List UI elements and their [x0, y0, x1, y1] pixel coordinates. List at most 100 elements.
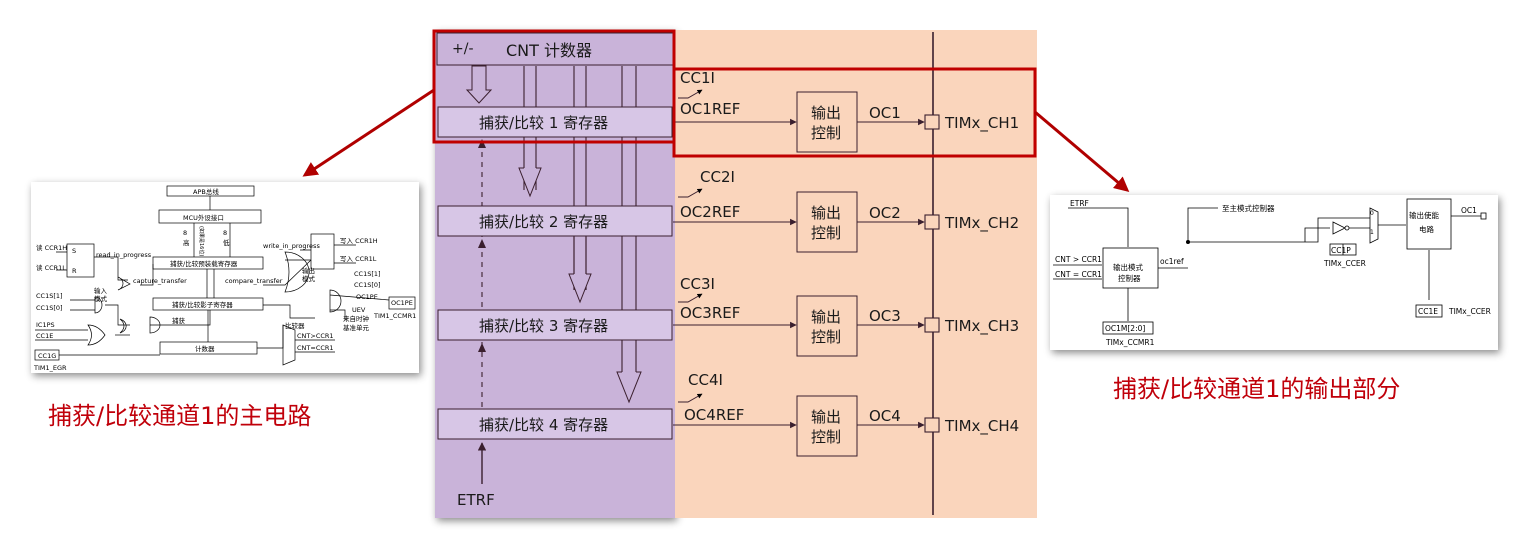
oc1-inset-label: OC1 — [1461, 206, 1477, 215]
oc4-label: OC4 — [869, 407, 901, 425]
oc2ref-label: OC2REF — [680, 203, 740, 221]
oc1m-label: OC1M[2:0] — [1105, 324, 1145, 333]
tim1-egr-label: TIM1_EGR — [33, 364, 67, 372]
register-3 — [437, 309, 673, 341]
cc1e-inset-label: CC1E — [1418, 307, 1438, 316]
tim-ccer-a-label: TIMx_CCER — [1323, 259, 1366, 268]
output-mode-2-label: 模式 — [302, 274, 316, 283]
dashed-arrow-2 — [478, 239, 486, 248]
cnt-label: CNT 计数器 — [506, 41, 592, 60]
cc3i-label: CC3I — [680, 275, 715, 293]
dashed-arrow-3 — [478, 343, 486, 352]
mcu-interface-label: MCU外设接口 — [183, 213, 224, 222]
oe-2-label: 电路 — [1419, 224, 1435, 234]
register-2 — [437, 205, 673, 237]
pin-ch3-label: TIMx_CH3 — [944, 317, 1019, 336]
channel-2: CC2I OC2REF 输出 控制 OC2 TIMx_CH2 — [673, 168, 1019, 253]
oc3ref-label: OC3REF — [680, 304, 740, 322]
write-ccr1h-label: 写入 CCR1H — [340, 237, 378, 245]
oc4ref-label: OC4REF — [684, 406, 744, 424]
register-blocks: 捕获/比较 1 寄存器 捕获/比较 2 寄存器 捕获/比较 3 寄存器 捕获/比… — [437, 106, 673, 440]
output-control-2-line1: 输出 — [811, 204, 841, 222]
right-inset: ETRF 至主模式控制器 CNT > CCR1 CNT = CCR1 输出模式 … — [1050, 195, 1498, 350]
cc2i-label: CC2I — [700, 168, 735, 186]
oc1ref-label: OC1REF — [680, 100, 740, 118]
preload-register-label: 捕获/比较预装载寄存器 — [170, 259, 238, 268]
input-mode-2-label: 模式 — [94, 294, 108, 303]
right-oc1-pin — [1480, 212, 1487, 220]
bus-arrow-reg4 — [616, 371, 642, 404]
cc1e-label: CC1E — [36, 332, 53, 340]
left-purple-region — [435, 30, 675, 518]
output-control-1-line2: 控制 — [811, 124, 841, 142]
channel-1: CC1I OC1REF 输出 控制 OC1 TIMx_CH1 — [673, 69, 1019, 153]
cc1p-label: CC1P — [1331, 246, 1351, 255]
pin-ch2-label: TIMx_CH2 — [944, 214, 1019, 233]
register-4-label: 捕获/比较 4 寄存器 — [479, 416, 608, 434]
output-control-2 — [796, 191, 858, 253]
register-1 — [437, 106, 673, 138]
cc1i-arrow — [678, 89, 703, 99]
read-ccr1h-label: 读 CCR1H — [36, 243, 67, 252]
channel-4: CC4I OC4REF 输出 控制 OC4 TIMx_CH4 — [673, 371, 1019, 457]
oc1pe-a-label: OC1PE — [356, 293, 378, 301]
cnt-eq-ccr1-label: CNT=CCR1 — [297, 344, 334, 352]
right-junction-dot — [1186, 240, 1190, 244]
etrf-label: ETRF — [457, 491, 495, 509]
cnt-to-reg1-arrow — [465, 65, 493, 104]
output-control-4-line2: 控制 — [811, 428, 841, 446]
right-inverter-bubble — [1344, 225, 1350, 231]
cc3i-arrow — [678, 293, 703, 303]
cc1s0-label: CC1S[0] — [36, 304, 63, 312]
output-control-4-line1: 输出 — [811, 408, 841, 426]
from-clock-1-label: 来自时钟 — [343, 314, 370, 323]
cnt-gt-label: CNT > CCR1 — [1055, 255, 1102, 264]
pin-ch1-square — [924, 114, 940, 130]
omc-2-label: 控制器 — [1118, 273, 1141, 283]
capture-transfer-label: capture_transfer — [133, 277, 187, 285]
center-diagram: +/- CNT 计数器 ETRF 捕获/比较 1 — [432, 29, 1037, 518]
register-4 — [437, 408, 673, 440]
left-inset-bg — [31, 182, 419, 373]
uev-label: UEV — [352, 306, 366, 314]
counter-label: 计数器 — [195, 344, 215, 353]
cnt-sign: +/- — [452, 41, 474, 57]
read-ccr1l-label: 读 CCR1L — [36, 263, 66, 272]
shadow-register-label: 捕获/比较影子寄存器 — [172, 300, 233, 309]
mux-0-label: 0 — [1370, 210, 1374, 217]
pointer-arrow-left — [302, 88, 435, 177]
apb-bus-label: APB总线 — [193, 187, 219, 196]
cnt-eq-label: CNT = CCR1 — [1055, 270, 1102, 279]
output-mode-1-label: 输出 — [302, 266, 315, 275]
oc1pe-b-label: OC1PE — [391, 299, 413, 307]
channel-3: CC3I OC3REF 输出 控制 OC3 TIMx_CH3 — [673, 275, 1019, 357]
output-control-3 — [796, 295, 858, 357]
oe-1-label: 输出使能 — [1409, 210, 1439, 220]
tim-ccer-b-label: TIMx_CCER — [1448, 307, 1491, 316]
compare-transfer-label: compare_transfer — [225, 277, 283, 285]
to-master-label: 至主模式控制器 — [1222, 203, 1275, 213]
eight-a-label: 8 — [183, 229, 187, 237]
pin-ch1-label: TIMx_CH1 — [944, 114, 1019, 133]
oc1ref-inset-label: oc1ref — [1160, 257, 1184, 266]
input-mode-1-label: 输入 — [94, 286, 108, 295]
omc-1-label: 输出模式 — [1113, 262, 1143, 272]
bus-arrow-reg3 — [568, 273, 592, 304]
bus-arrow-reg2 — [518, 167, 542, 198]
write-ccr1l-label: 写入 CCR1L — [340, 255, 377, 263]
cc1s1-b-label: CC1S[1] — [354, 270, 381, 278]
eight-b-label: 8 — [223, 229, 227, 237]
etrf-inset-label: ETRF — [1070, 199, 1089, 208]
pointer-arrow-right — [1034, 110, 1130, 192]
read-in-progress-label: read_in_progress — [96, 251, 152, 259]
cc2i-arrow — [678, 188, 703, 198]
high-label: 高 — [183, 238, 190, 247]
output-control-3-line1: 输出 — [811, 308, 841, 326]
if16bit-label: (如果是16位) — [198, 226, 205, 256]
from-clock-2-label: 基准单元 — [343, 323, 370, 332]
capture-label: 捕获 — [172, 316, 186, 325]
cc4i-arrow — [678, 393, 703, 403]
write-in-progress-label: write_in_progress — [263, 242, 320, 250]
right-inset-bg — [1050, 195, 1498, 350]
